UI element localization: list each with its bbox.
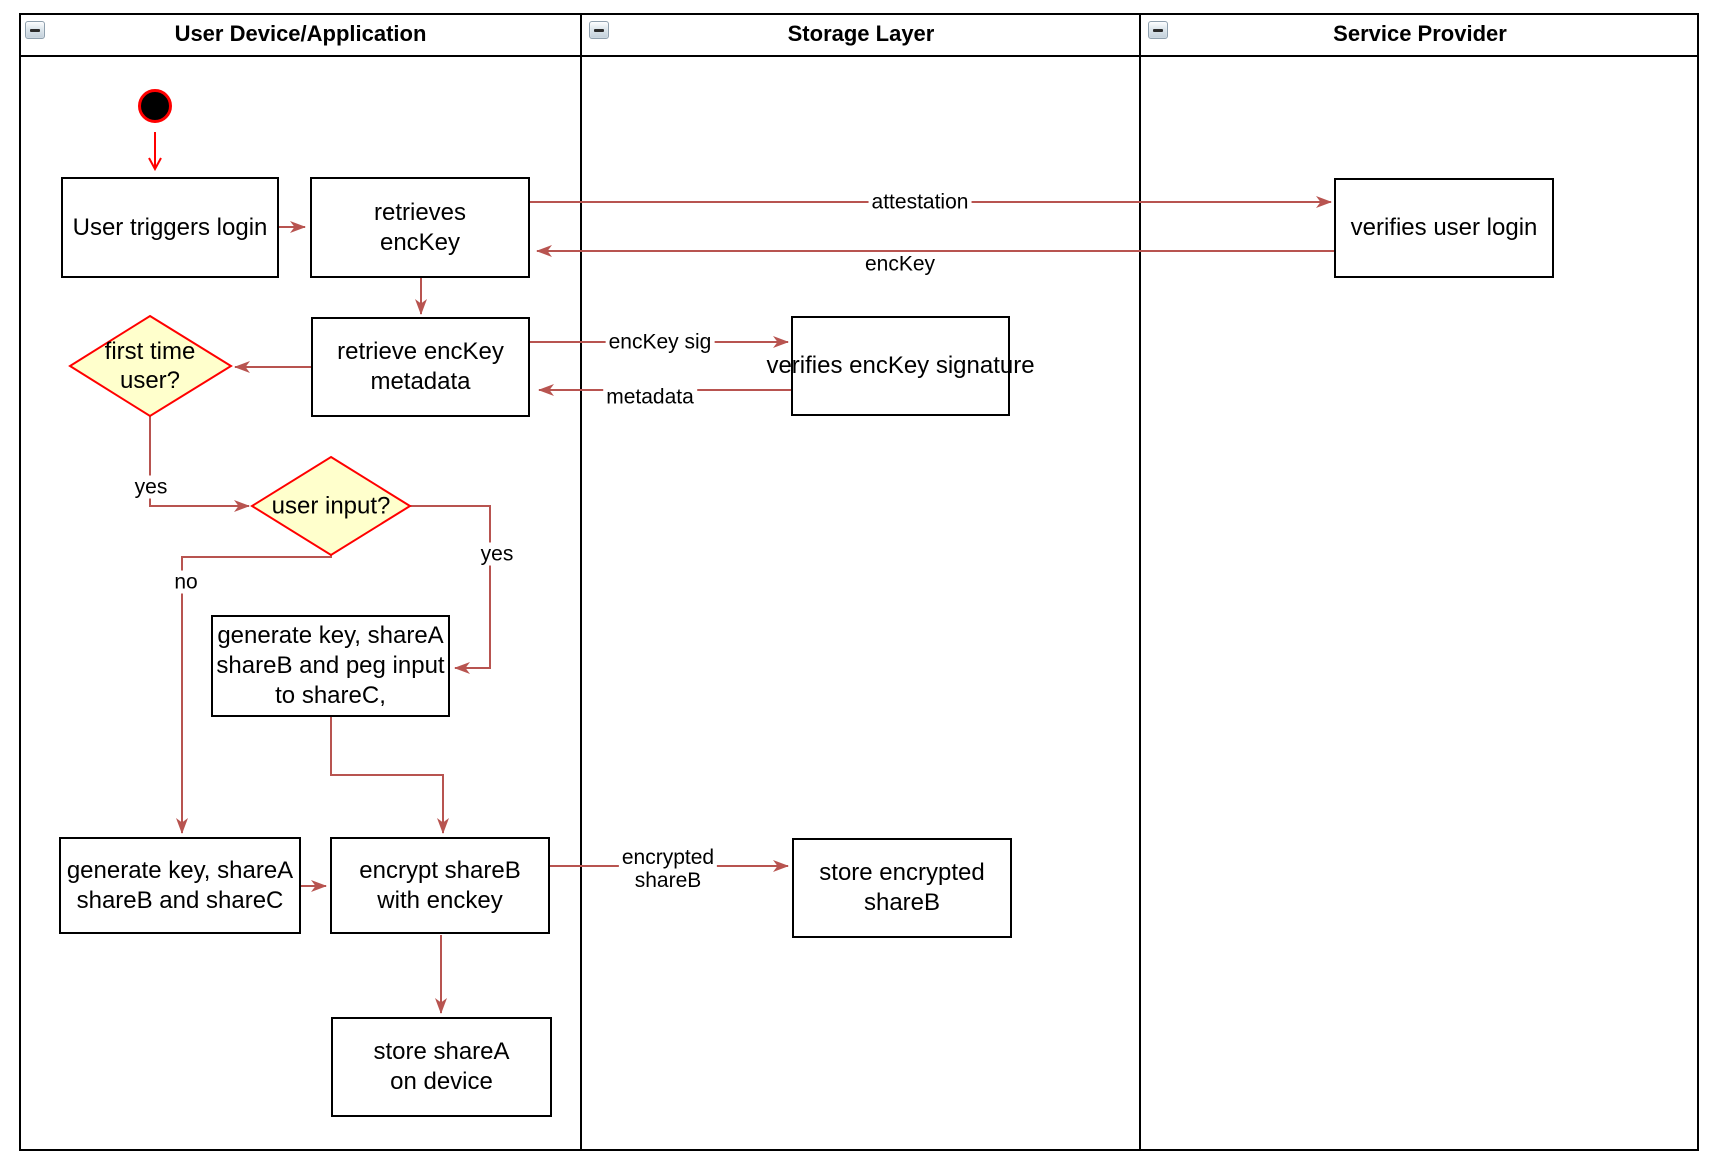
edge-label-enckey-sig: encKey sig bbox=[605, 330, 715, 354]
decision-user-input-label: user input? bbox=[271, 492, 391, 520]
collapse-lane-button[interactable] bbox=[25, 21, 45, 39]
edge-peg-to-encrypt bbox=[330, 717, 449, 834]
node-verifies-enckey-signature[interactable]: verifies encKey signature bbox=[766, 316, 1035, 416]
edge-label-yes-firsttime: yes bbox=[131, 475, 171, 499]
node-generate-key-peg[interactable]: generate key, shareA shareB and peg inpu… bbox=[211, 615, 450, 717]
decision-first-time-user[interactable] bbox=[68, 314, 233, 418]
lane-title-user-device: User Device/Application bbox=[174, 21, 427, 46]
lane-header-underline bbox=[19, 55, 1699, 57]
decision-first-time-user-label: first time user? bbox=[104, 338, 196, 394]
start-node[interactable] bbox=[138, 89, 172, 123]
node-store-encrypted-shareb[interactable]: store encrypted shareB bbox=[792, 838, 1012, 938]
node-store-sharea[interactable]: store shareA on device bbox=[331, 1017, 552, 1117]
decision-user-input[interactable] bbox=[250, 455, 412, 557]
lane-title-storage-layer: Storage Layer bbox=[787, 21, 935, 46]
edge-label-enckey: encKey bbox=[861, 252, 939, 276]
node-retrieves-enckey[interactable]: retrieves encKey bbox=[310, 177, 530, 278]
lane-divider-2 bbox=[1139, 13, 1141, 1151]
collapse-lane-button[interactable] bbox=[589, 21, 609, 39]
node-user-triggers-login[interactable]: User triggers login bbox=[61, 177, 279, 278]
edge-label-no-userinput: no bbox=[171, 570, 201, 594]
lane-title-service-provider: Service Provider bbox=[1333, 21, 1507, 46]
edge-userinput-yes bbox=[410, 505, 491, 674]
node-generate-key-sharec[interactable]: generate key, shareA shareB and shareC bbox=[59, 837, 301, 934]
lane-divider-1 bbox=[580, 13, 582, 1151]
edge-label-encrypted-shareb: encrypted shareB bbox=[618, 846, 718, 892]
node-verifies-user-login[interactable]: verifies user login bbox=[1334, 178, 1554, 278]
node-retrieve-enckey-metadata[interactable]: retrieve encKey metadata bbox=[311, 317, 530, 417]
collapse-lane-button[interactable] bbox=[1148, 21, 1168, 39]
edge-label-yes-userinput: yes bbox=[477, 542, 517, 566]
edge-label-attestation: attestation bbox=[868, 190, 972, 214]
edge-firsttime-yes bbox=[149, 416, 250, 512]
edge-label-metadata: metadata bbox=[603, 385, 697, 409]
node-encrypt-shareb[interactable]: encrypt shareB with enckey bbox=[330, 837, 550, 934]
